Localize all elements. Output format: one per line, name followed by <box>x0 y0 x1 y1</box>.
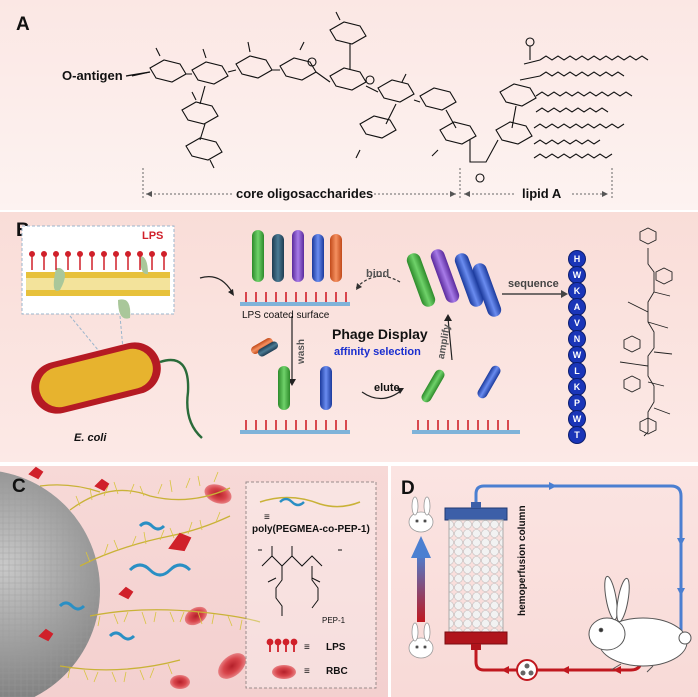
hemoperfusion-column-label: hemoperfusion column <box>517 505 528 616</box>
surface-label: LPS coated surface <box>242 310 330 321</box>
polymer-name: poly(PEGMEA-co-PEP-1) <box>252 524 370 535</box>
rbc-legend-label: RBC <box>326 666 348 677</box>
wash-label: wash <box>296 338 307 364</box>
legend-box <box>245 481 377 689</box>
residue-a: A <box>568 298 586 316</box>
polymer-brushes <box>39 484 261 671</box>
outflow-tube <box>474 484 683 638</box>
column-bottom-cap <box>444 631 508 645</box>
legend-polymer-swatch <box>259 496 361 508</box>
phage-display-drawing <box>21 225 673 439</box>
lps-surface-bottom-left <box>240 430 350 434</box>
lps-surface-top <box>240 302 350 306</box>
helix-peptide <box>58 521 192 641</box>
membrane-bilayer <box>26 256 170 319</box>
ecoli-bacterium <box>31 342 203 439</box>
sugar-ring <box>329 21 367 45</box>
phage-display-title: Phage Display <box>332 326 428 342</box>
legend-equiv-1: ≡ <box>264 512 270 523</box>
lps-legend-label: LPS <box>326 642 346 653</box>
rbc <box>184 606 208 626</box>
residue-t: T <box>568 426 586 444</box>
rabbit <box>588 575 692 673</box>
hemoperfusion-setup-drawing <box>408 482 692 681</box>
panel-a: A <box>0 0 698 210</box>
legend-equiv-3: ≡ <box>304 666 310 677</box>
panel-c-label: C <box>12 476 26 497</box>
brush-bristles <box>67 471 243 683</box>
sugar-ring <box>377 79 415 103</box>
column-top-cap <box>444 507 508 521</box>
ecoli-label: E. coli <box>74 432 107 444</box>
rbc <box>218 653 246 679</box>
panel-d-label: D <box>401 478 415 499</box>
peptide-chemical-structure <box>619 227 673 437</box>
sugar-ring <box>181 101 219 125</box>
sugar-ring <box>185 137 223 161</box>
column-bead-bed <box>448 519 504 633</box>
lps-structure-drawing <box>125 11 649 198</box>
sugar-ring <box>329 67 367 91</box>
bind-label: bind <box>366 268 390 280</box>
sequence-label: sequence <box>508 278 559 290</box>
sugar-ring <box>191 61 229 85</box>
peristaltic-pump <box>516 659 538 681</box>
sugar-ring <box>279 57 317 81</box>
o-antigen-label: O-antigen <box>62 68 123 83</box>
rbc <box>170 675 190 689</box>
lipid-a-label: lipid A <box>522 186 562 201</box>
legend-lps-swatch <box>266 638 298 652</box>
legend-equiv-2: ≡ <box>304 642 310 653</box>
lps-molecules-inset <box>29 251 167 270</box>
clean-blood-bunny-icon <box>408 496 434 533</box>
affinity-selection-label: affinity selection <box>334 346 421 358</box>
sugar-ring <box>235 55 273 79</box>
membrane-inset <box>21 225 175 315</box>
legend-polymer-structure <box>258 546 342 616</box>
sugar-ring <box>495 121 533 145</box>
bound-lps <box>28 466 192 642</box>
residue-k: K <box>568 282 586 300</box>
panel-c: C ≡ poly(PEGMEA-co-PEP-1) PEP-1 ≡ LPS ≡ … <box>0 466 388 697</box>
sugar-ring <box>359 115 397 139</box>
panel-d: D hemoperfusion column <box>391 466 698 697</box>
flow-gradient-arrow <box>417 554 425 622</box>
polymer-nanoparticle-illustration <box>0 466 377 697</box>
lps-surface-bottom-right <box>412 430 520 434</box>
panel-b: B <box>0 212 698 462</box>
lps-inset-label: LPS <box>142 230 164 242</box>
core-oligosaccharides-label: core oligosaccharides <box>236 186 374 201</box>
elute-label: elute <box>374 382 400 394</box>
sugar-ring <box>439 121 477 145</box>
sugar-ring <box>419 87 457 111</box>
dirty-blood-bunny-icon <box>408 622 434 659</box>
rbc <box>204 484 232 504</box>
sugar-ring <box>499 83 537 107</box>
legend-rbc-swatch <box>272 665 296 679</box>
panel-a-label: A <box>16 14 30 35</box>
sugar-ring <box>149 59 187 83</box>
pep-1-label: PEP-1 <box>322 616 346 625</box>
